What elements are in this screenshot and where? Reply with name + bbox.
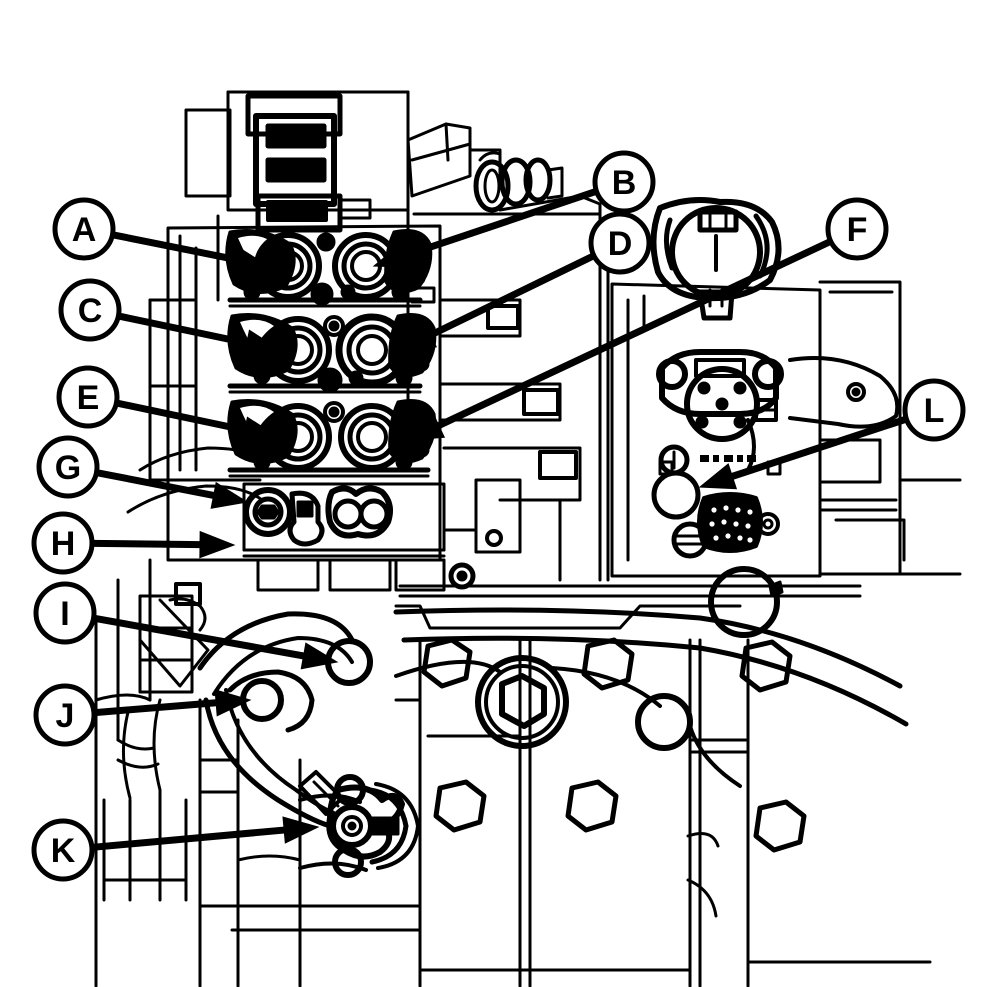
callout-circle-j[interactable] [33,683,97,747]
callout-label-f: F [847,211,868,249]
leader-line-e [116,399,246,434]
callout-a[interactable]: A [52,197,116,261]
callout-circle-b[interactable] [592,150,656,214]
callout-label-g: G [55,449,81,487]
callout-label-a: A [72,211,97,249]
leader-line-c [118,312,248,347]
callout-h[interactable]: H [31,511,95,575]
callout-e[interactable]: E [56,365,120,429]
callout-circle-i[interactable] [33,581,97,645]
callout-leaders [92,188,907,851]
callout-circle-d[interactable] [588,211,652,275]
left-connectors [438,248,610,590]
callout-label-c: C [78,292,103,330]
callout-b[interactable]: B [592,150,656,214]
leader-line-h [92,539,201,549]
callout-circle-c[interactable] [58,278,122,342]
arrowhead-c [243,329,282,357]
leader-line-k [92,826,285,851]
arrowhead-h [199,530,236,559]
upper-radiator-hose [393,566,909,727]
leader-line-f [437,238,832,429]
arrowhead-b [372,242,412,269]
callout-circle-a[interactable] [52,197,116,261]
valve-block-body [148,214,442,562]
arrowhead-e [241,416,280,444]
callout-d[interactable]: D [588,211,652,275]
callout-c[interactable]: C [58,278,122,342]
callout-g[interactable]: G [36,435,100,499]
callout-label-e: E [77,379,100,417]
callout-k[interactable]: K [31,818,95,882]
arrowhead-f [406,412,446,441]
callout-label-b: B [612,164,637,202]
left-hose-assembly [102,446,268,902]
leader-line-g [96,469,215,499]
callout-circle-f[interactable] [825,197,889,261]
callout-label-i: I [60,595,69,633]
callout-markers: A B C D E F GHI J K L [31,150,966,882]
arrowhead-k [282,816,320,844]
lower-fitting-strip [242,482,446,592]
mesh-pad [697,492,763,553]
callout-label-j: J [56,697,75,735]
callout-label-l: L [924,392,945,430]
housing-engraving [700,455,756,462]
callout-i[interactable]: I [33,581,97,645]
arrowhead-g [210,481,249,509]
lower-left-block [94,618,422,987]
top-control-module [184,90,410,233]
callout-circle-h[interactable] [31,511,95,575]
leader-line-j [94,699,217,717]
arrowhead-d [398,322,438,351]
port-row-3 [227,399,437,471]
leader-line-a [112,231,236,263]
leader-line-i [93,614,305,660]
right-frame [788,280,962,576]
callout-f[interactable]: F [825,197,889,261]
callout-label-k: K [51,832,76,870]
arrowhead-l [698,463,738,490]
leader-line-l [731,416,907,480]
callout-circle-k[interactable] [31,818,95,882]
callout-label-d: D [608,225,633,263]
callout-label-h: H [51,525,76,563]
arrowhead-i [300,642,339,670]
callout-l[interactable]: L [902,378,966,442]
callout-circle-l[interactable] [902,378,966,442]
arrowhead-a [231,245,270,273]
callout-circle-g[interactable] [36,435,100,499]
leader-line-d [429,252,595,339]
callout-circle-e[interactable] [56,365,120,429]
leader-line-b [405,188,597,259]
arrowhead-j [214,689,252,717]
callout-j[interactable]: J [33,683,97,747]
